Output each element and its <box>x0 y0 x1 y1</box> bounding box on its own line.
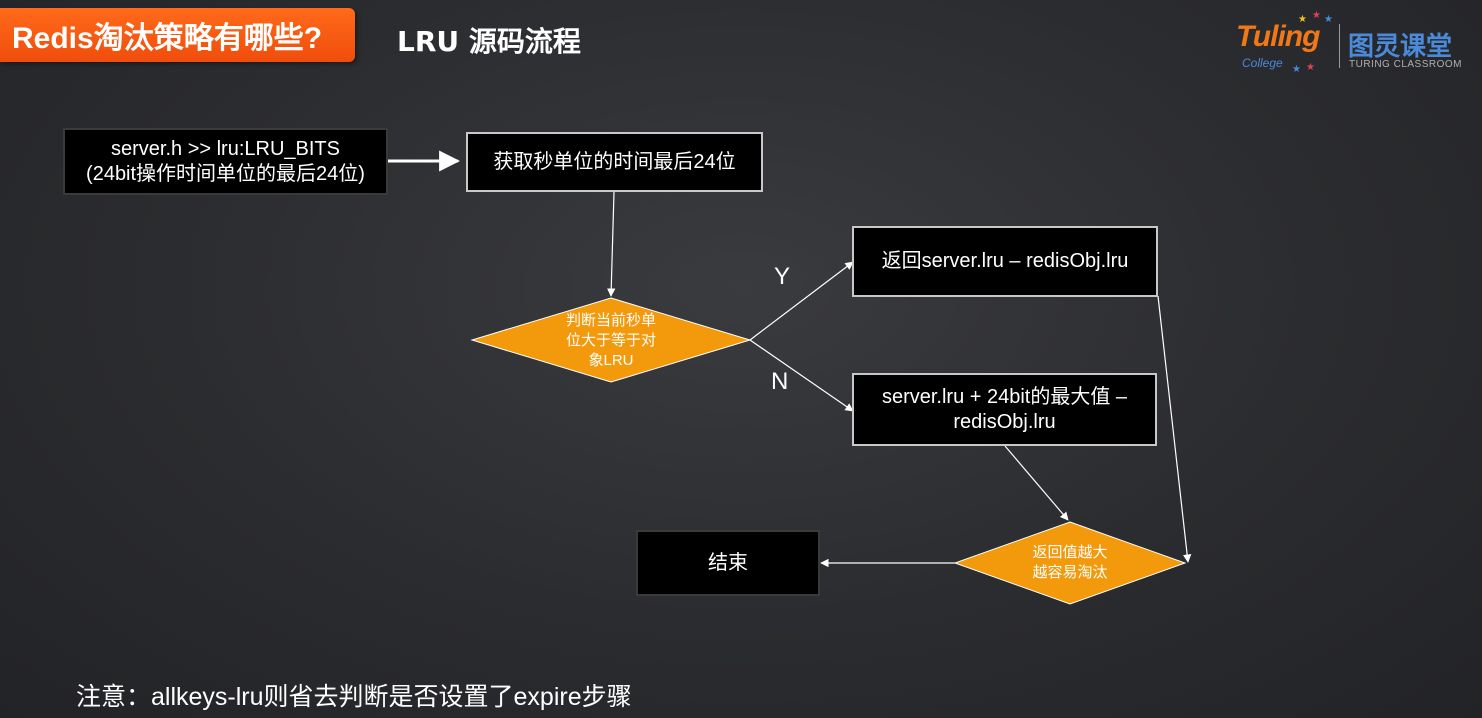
no-result-line1: server.lru + 24bit的最大值 – <box>881 385 1128 408</box>
slide-subtitle: LRU 源码流程 <box>397 25 581 58</box>
start-line1: server.h >> lru:LRU_BITS <box>111 137 340 160</box>
get-time-box: 获取秒单位的时间最后24位 <box>466 132 763 192</box>
decision-diamond-lru <box>470 297 752 383</box>
start-line2: (24bit操作时间单位的最后24位) <box>86 162 365 185</box>
footer-note: 注意：allkeys-lru则省去判断是否设置了expire步骤 <box>76 683 632 711</box>
decision2-line1: 返回值越大 <box>1032 544 1108 561</box>
no-label: N <box>771 368 789 395</box>
end-box: 结束 <box>636 530 820 596</box>
arrow-no-to-decision2 <box>1004 445 1069 521</box>
decision1-text: 判断当前秒单 位大于等于对 象LRU <box>540 310 682 372</box>
logo-brand: Tuling <box>1236 20 1320 53</box>
no-result-box: server.lru + 24bit的最大值 – redisObj.lru <box>852 373 1157 446</box>
decision1-line3: 象LRU <box>588 352 634 369</box>
decision1-line2: 位大于等于对 <box>565 332 656 349</box>
logo-en-name: TURING CLASSROOM <box>1349 59 1463 70</box>
decision2-line2: 越容易淘汰 <box>1032 564 1108 581</box>
start-box-lru-bits: server.h >> lru:LRU_BITS (24bit操作时间单位的最后… <box>63 128 388 195</box>
turing-logo: Tuling ★ ★ ★ ★ ★ College 图灵课堂 TURING CLA… <box>1236 10 1466 75</box>
no-result-line2: redisObj.lru <box>953 410 1056 433</box>
decision-diamond-evict <box>953 521 1187 605</box>
logo-cn-name: 图灵课堂 <box>1348 31 1453 61</box>
arrow-yes-to-decision2 <box>1157 295 1192 563</box>
star-icon: ★ <box>1312 10 1321 21</box>
arrow-decision-to-no <box>749 339 854 412</box>
header-title: Redis淘汰策略有哪些? <box>12 22 323 55</box>
yes-result-label: 返回server.lru – redisObj.lru <box>881 250 1129 272</box>
header-title-badge: Redis淘汰策略有哪些? <box>0 8 355 62</box>
star-icon: ★ <box>1324 14 1333 25</box>
star-icon: ★ <box>1298 14 1307 25</box>
yes-label: Y <box>774 263 791 290</box>
decision1-line1: 判断当前秒单 <box>565 312 656 329</box>
logo-divider <box>1339 24 1340 68</box>
end-label: 结束 <box>708 551 748 574</box>
star-icon: ★ <box>1292 64 1301 75</box>
star-icon: ★ <box>1306 62 1315 73</box>
decision2-text: 返回值越大 越容易淘汰 <box>1010 540 1130 586</box>
logo-college: College <box>1242 56 1283 70</box>
get-time-label: 获取秒单位的时间最后24位 <box>493 150 736 173</box>
arrow-decision-to-yes <box>749 261 854 341</box>
yes-result-box: 返回server.lru – redisObj.lru <box>852 226 1158 297</box>
arrow-gettime-to-decision <box>607 191 616 297</box>
